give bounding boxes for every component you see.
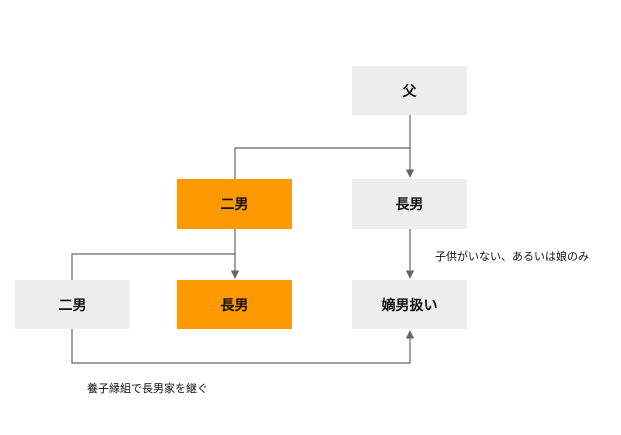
note-adoption: 養子縁組で長男家を継ぐ <box>87 382 208 395</box>
connector-jirou-branch-jirou <box>71 253 235 280</box>
node-treated-as-heir-label: 嫡男扱い <box>381 297 438 314</box>
node-father-label: 父 <box>402 83 417 100</box>
note-no-children: 子供がいない、あるいは娘のみ <box>435 250 589 263</box>
node-eldest-son-lower: 長男 <box>177 280 292 329</box>
node-second-son-upper-label: 二男 <box>220 197 249 213</box>
connector-adoption <box>71 329 415 364</box>
node-eldest-son-upper: 長男 <box>352 179 467 229</box>
node-eldest-son-upper-label: 長男 <box>395 197 424 213</box>
node-treated-as-heir: 嫡男扱い <box>352 280 467 329</box>
node-eldest-son-lower-label: 長男 <box>220 297 249 314</box>
node-second-son-lower: 二男 <box>15 280 130 329</box>
node-father: 父 <box>352 66 467 115</box>
node-second-son-lower-label: 二男 <box>58 297 87 314</box>
node-second-son-upper: 二男 <box>177 179 292 229</box>
connector-father-branch-jirou <box>234 147 410 179</box>
